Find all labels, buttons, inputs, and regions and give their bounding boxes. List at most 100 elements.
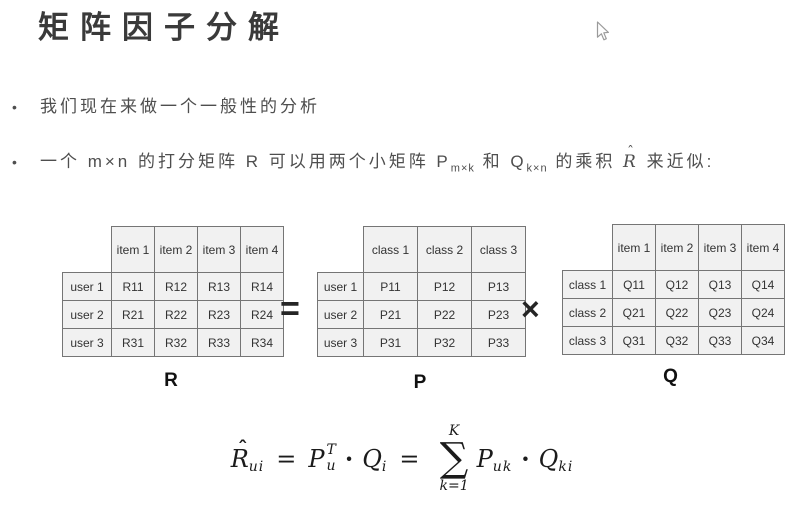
matrix-cell: Q21	[612, 298, 656, 327]
corner-cell	[563, 225, 613, 271]
matrix-cell: P33	[471, 328, 526, 357]
matrix-cell: R32	[154, 328, 198, 357]
bullet-1-text: 我们现在来做一个一般性的分析	[40, 97, 320, 116]
column-header: class 3	[471, 226, 526, 273]
multiply-sign: ×	[521, 291, 540, 327]
q-subscript: k×n	[526, 162, 548, 175]
row-header: class 3	[562, 326, 613, 355]
slide-title: 矩阵因子分解	[38, 10, 290, 45]
row-header: user 2	[62, 300, 112, 329]
q-term: Q	[362, 444, 382, 473]
lhs-subscript: ui	[248, 458, 265, 475]
matrix-cell: P12	[417, 272, 472, 301]
matrix-cell: Q23	[698, 298, 742, 327]
matrix-cell: Q14	[741, 270, 785, 299]
matrix-table-Q: item 1 item 2 item 3 item 4 class 1 Q11 …	[562, 224, 785, 355]
matrix-cell: P11	[363, 272, 418, 301]
bullet-2-text: 一个 m×n 的打分矩阵 R 可以用两个小矩阵 Pm×k 和 Qk×n 的乘积 …	[40, 144, 715, 176]
matrix-cell: P23	[471, 300, 526, 329]
matrix-cell: R22	[154, 300, 198, 329]
equals-sign: =	[280, 290, 300, 328]
row-header: user 2	[317, 300, 364, 329]
row-header: user 3	[62, 328, 112, 357]
sum-upper-limit: K	[448, 423, 460, 439]
matrix-label-Q: Q	[663, 366, 678, 387]
column-header: item 1	[111, 226, 155, 273]
matrix-table-P: class 1 class 2 class 3 user 1 P11 P12 P…	[317, 226, 526, 357]
i-subscript: i	[381, 458, 388, 475]
p-term: P	[308, 444, 325, 473]
dot-operator-1: ·	[344, 444, 354, 473]
row-header: user 1	[317, 272, 364, 301]
bullet-item-2: • 一个 m×n 的打分矩阵 R 可以用两个小矩阵 Pm×k 和 Qk×n 的乘…	[12, 144, 715, 176]
transpose-superscript: T	[326, 442, 336, 459]
ki-subscript: ki	[558, 458, 574, 475]
matrix-cell: R11	[111, 272, 155, 301]
equals-1: =	[276, 444, 297, 473]
sigma-icon: ∑	[439, 435, 469, 481]
matrix-label-P: P	[413, 372, 427, 393]
corner-cell	[63, 227, 112, 273]
u-subscript: u	[326, 457, 336, 474]
bullet-2-part2: 和 Q	[474, 152, 527, 171]
matrix-cell: Q11	[612, 270, 656, 299]
matrix-cell: R13	[197, 272, 241, 301]
column-header: item 3	[197, 226, 241, 273]
bullet-item-1: • 我们现在来做一个一般性的分析	[12, 96, 320, 118]
matrix-cell: Q12	[655, 270, 699, 299]
column-header: item 4	[741, 224, 785, 271]
corner-cell	[318, 227, 364, 273]
row-header: user 1	[62, 272, 112, 301]
equals-2: =	[399, 444, 420, 473]
column-header: item 3	[698, 224, 742, 271]
bullet-2-part3: 的乘积	[547, 152, 624, 171]
matrix-cell: R21	[111, 300, 155, 329]
bullet-2-part4: 来近似:	[638, 152, 715, 171]
matrix-cell: Q31	[612, 326, 656, 355]
matrix-cell: Q24	[741, 298, 785, 327]
matrix-cell: Q32	[655, 326, 699, 355]
row-header: class 2	[562, 298, 613, 327]
mouse-cursor-icon	[596, 21, 611, 48]
puk-term: P	[476, 444, 493, 473]
matrix-cell: R24	[240, 300, 284, 329]
matrix-cell: Q33	[698, 326, 742, 355]
column-header: item 4	[240, 226, 284, 273]
matrix-label-R: R	[164, 370, 178, 391]
column-header: item 2	[154, 226, 198, 273]
matrix-cell: P31	[363, 328, 418, 357]
qki-term: Q	[538, 444, 559, 473]
summation-symbol: K ∑ k=1	[440, 424, 469, 493]
matrix-cell: R12	[154, 272, 198, 301]
column-header: class 2	[417, 226, 472, 273]
matrix-table-R: item 1 item 2 item 3 item 4 user 1 R11 R…	[62, 226, 284, 357]
matrix-cell: P21	[363, 300, 418, 329]
matrix-cell: P32	[417, 328, 472, 357]
matrix-cell: R14	[240, 272, 284, 301]
matrix-cell: Q34	[741, 326, 785, 355]
matrix-cell: R33	[197, 328, 241, 357]
matrix-cell: R31	[111, 328, 155, 357]
matrix-cell: P22	[417, 300, 472, 329]
row-header: class 1	[562, 270, 613, 299]
matrix-cell: R23	[197, 300, 241, 329]
column-header: class 1	[363, 226, 418, 273]
matrix-cell: R34	[240, 328, 284, 357]
bullet-marker: •	[12, 99, 17, 115]
matrix-cell: Q22	[655, 298, 699, 327]
uk-subscript: uk	[492, 458, 513, 475]
matrix-cell: P13	[471, 272, 526, 301]
p-subscript: m×k	[450, 162, 475, 175]
sum-lower-limit: k=1	[439, 478, 469, 494]
matrix-cell: Q13	[698, 270, 742, 299]
row-header: user 3	[317, 328, 364, 357]
dot-operator-2: ·	[521, 444, 530, 473]
column-header: item 2	[655, 224, 699, 271]
bullet-2-part1: 一个 m×n 的打分矩阵 R 可以用两个小矩阵 P	[40, 152, 451, 171]
bullet-marker: •	[12, 154, 17, 170]
